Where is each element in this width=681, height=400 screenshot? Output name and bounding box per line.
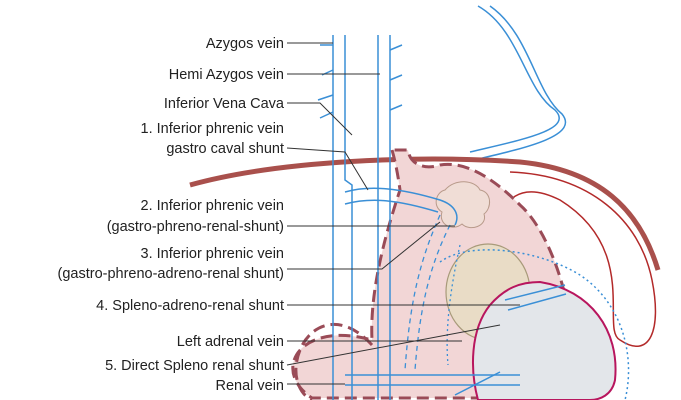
label-inferior-vena-cava: Inferior Vena Cava bbox=[164, 96, 285, 112]
dashed-shunt-channels bbox=[404, 214, 451, 371]
spleno-renal-tube bbox=[504, 284, 566, 301]
label-ipv-gastro-phreno-adreno-renal-line2: (gastro-phreno-adreno-renal shunt) bbox=[58, 266, 285, 282]
inferior-phrenic-vein bbox=[344, 187, 458, 226]
spleen bbox=[499, 171, 657, 347]
label-ipv-gastro-caval-line1: 1. Inferior phrenic vein bbox=[141, 121, 284, 137]
hemiazygos-vessel bbox=[377, 35, 403, 400]
label-hemi-azygos-vein: Hemi Azygos vein bbox=[169, 67, 284, 83]
label-ipv-gastro-phreno-renal-line1: 2. Inferior phrenic vein bbox=[141, 198, 284, 214]
ivc-vessel bbox=[317, 35, 353, 400]
perirenal-dotted-outline bbox=[439, 249, 630, 400]
upper-vessel bbox=[469, 5, 560, 153]
label-ipv-gastro-phreno-renal-line2: (gastro-phreno-renal-shunt) bbox=[107, 219, 284, 235]
label-renal-vein: Renal vein bbox=[215, 378, 284, 394]
leader-lines bbox=[286, 42, 520, 385]
label-left-adrenal-vein: Left adrenal vein bbox=[177, 334, 284, 350]
renal-vein bbox=[345, 371, 520, 396]
labels: Azygos vein Hemi Azygos vein Inferior Ve… bbox=[58, 36, 285, 394]
diaphragm bbox=[189, 156, 661, 271]
label-ipv-gastro-caval-line2: gastro caval shunt bbox=[166, 141, 284, 157]
gastric-varices-cloud bbox=[435, 181, 490, 229]
upper-vessel-inner bbox=[473, 5, 567, 161]
label-ipv-gastro-phreno-adreno-renal-line1: 3. Inferior phrenic vein bbox=[141, 246, 284, 262]
label-direct-spleno-renal-shunt: 5. Direct Spleno renal shunt bbox=[105, 358, 284, 374]
stomach-lower-wall bbox=[294, 323, 374, 400]
label-spleno-adreno-renal-shunt: 4. Spleno-adreno-renal shunt bbox=[96, 298, 284, 314]
label-azygos-vein: Azygos vein bbox=[206, 36, 284, 52]
spleno-renal-tube-inner bbox=[507, 293, 567, 311]
inferior-phrenic-vein-inner bbox=[344, 199, 439, 213]
